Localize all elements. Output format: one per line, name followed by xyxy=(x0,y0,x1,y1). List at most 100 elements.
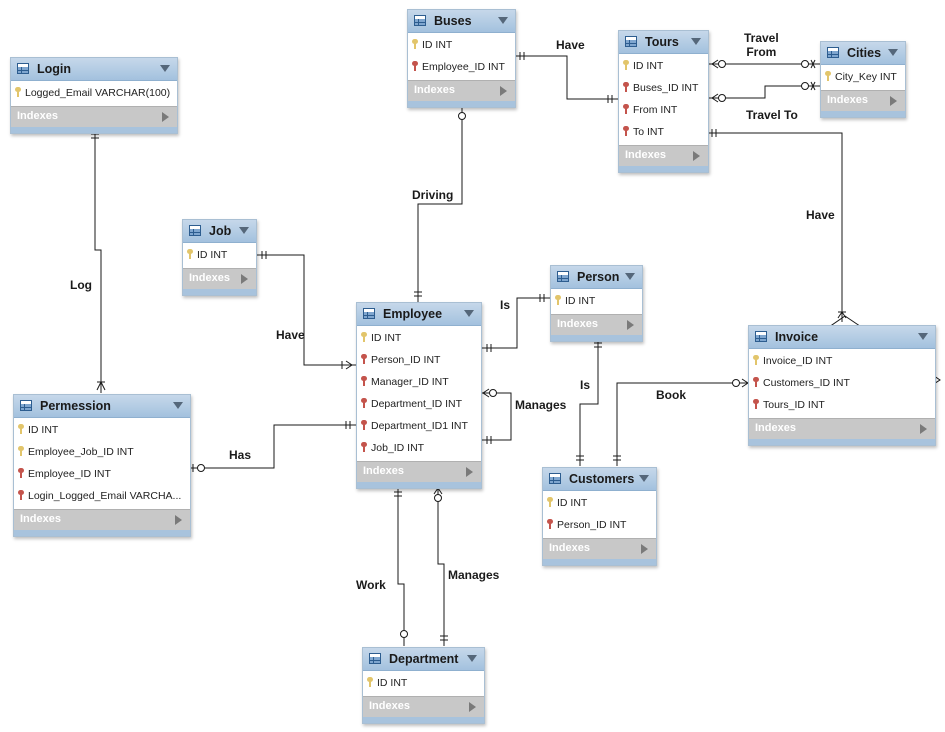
table-name: Cities xyxy=(847,46,882,60)
table-header[interactable]: Department xyxy=(363,648,484,671)
column-row[interactable]: Employee_ID INT xyxy=(408,56,515,78)
column-row[interactable]: ID INT xyxy=(543,492,656,514)
indexes-section[interactable]: Indexes xyxy=(14,509,190,530)
dropdown-arrow-icon[interactable] xyxy=(625,273,635,280)
column-label: City_Key INT xyxy=(835,71,897,83)
expand-arrow-icon[interactable] xyxy=(693,151,700,161)
table-header[interactable]: Login xyxy=(11,58,177,81)
column-row[interactable]: City_Key INT xyxy=(821,66,905,88)
column-row[interactable]: ID INT xyxy=(551,290,642,312)
table-header[interactable]: Employee xyxy=(357,303,481,326)
column-row[interactable]: ID INT xyxy=(619,55,708,77)
column-label: Tours_ID INT xyxy=(763,399,825,411)
column-row[interactable]: ID INT xyxy=(14,419,190,441)
indexes-label: Indexes xyxy=(363,465,404,477)
column-label: Person_ID INT xyxy=(557,519,627,531)
dropdown-arrow-icon[interactable] xyxy=(239,227,249,234)
table-header[interactable]: Permession xyxy=(14,395,190,418)
table-customers[interactable]: Customers ID INT Person_ID INT Indexes xyxy=(542,467,657,566)
expand-arrow-icon[interactable] xyxy=(500,86,507,96)
indexes-section[interactable]: Indexes xyxy=(363,696,484,717)
dropdown-arrow-icon[interactable] xyxy=(467,655,477,662)
column-row[interactable]: Manager_ID INT xyxy=(357,371,481,393)
rel-label-employee-manages: Manages xyxy=(515,398,567,412)
column-row[interactable]: Customers_ID INT xyxy=(749,372,935,394)
table-header[interactable]: Buses xyxy=(408,10,515,33)
column-row[interactable]: ID INT xyxy=(183,244,256,266)
column-row[interactable]: Person_ID INT xyxy=(357,349,481,371)
column-row[interactable]: From INT xyxy=(619,99,708,121)
column-row[interactable]: Department_ID INT xyxy=(357,393,481,415)
indexes-label: Indexes xyxy=(414,84,455,96)
column-label: Manager_ID INT xyxy=(371,376,449,388)
dropdown-arrow-icon[interactable] xyxy=(173,402,183,409)
primary-key-icon xyxy=(18,424,24,434)
table-header[interactable]: Person xyxy=(551,266,642,289)
indexes-section[interactable]: Indexes xyxy=(408,80,515,101)
column-row[interactable]: Employee_Job_ID INT xyxy=(14,441,190,463)
dropdown-arrow-icon[interactable] xyxy=(498,17,508,24)
expand-arrow-icon[interactable] xyxy=(627,320,634,330)
table-header[interactable]: Tours xyxy=(619,31,708,54)
expand-arrow-icon[interactable] xyxy=(641,544,648,554)
table-header[interactable]: Customers xyxy=(543,468,656,491)
expand-arrow-icon[interactable] xyxy=(466,467,473,477)
column-row[interactable]: Buses_ID INT xyxy=(619,77,708,99)
dropdown-arrow-icon[interactable] xyxy=(464,310,474,317)
table-name: Customers xyxy=(569,472,635,486)
column-list: City_Key INT xyxy=(821,65,905,90)
expand-arrow-icon[interactable] xyxy=(175,515,182,525)
table-name: Login xyxy=(37,62,72,76)
primary-key-icon xyxy=(555,295,561,305)
expand-arrow-icon[interactable] xyxy=(162,112,169,122)
dropdown-arrow-icon[interactable] xyxy=(918,333,928,340)
dropdown-arrow-icon[interactable] xyxy=(888,49,898,56)
indexes-section[interactable]: Indexes xyxy=(749,418,935,439)
expand-arrow-icon[interactable] xyxy=(241,274,248,284)
column-label: Invoice_ID INT xyxy=(763,355,833,367)
column-row[interactable]: To INT xyxy=(619,121,708,143)
table-name: Permession xyxy=(40,399,111,413)
column-label: ID INT xyxy=(28,424,59,436)
indexes-section[interactable]: Indexes xyxy=(543,538,656,559)
column-row[interactable]: Job_ID INT xyxy=(357,437,481,459)
expand-arrow-icon[interactable] xyxy=(469,702,476,712)
column-row[interactable]: Logged_Email VARCHAR(100) xyxy=(11,82,177,104)
indexes-section[interactable]: Indexes xyxy=(11,106,177,127)
indexes-section[interactable]: Indexes xyxy=(357,461,481,482)
expand-arrow-icon[interactable] xyxy=(890,96,897,106)
table-footer xyxy=(749,439,935,445)
dropdown-arrow-icon[interactable] xyxy=(160,65,170,72)
dropdown-arrow-icon[interactable] xyxy=(691,38,701,45)
column-row[interactable]: Person_ID INT xyxy=(543,514,656,536)
column-row[interactable]: ID INT xyxy=(363,672,484,694)
table-header[interactable]: Cities xyxy=(821,42,905,65)
expand-arrow-icon[interactable] xyxy=(920,424,927,434)
column-row[interactable]: Login_Logged_Email VARCHA... xyxy=(14,485,190,507)
table-header[interactable]: Invoice xyxy=(749,326,935,349)
indexes-section[interactable]: Indexes xyxy=(821,90,905,111)
column-row[interactable]: Invoice_ID INT xyxy=(749,350,935,372)
indexes-section[interactable]: Indexes xyxy=(619,145,708,166)
rel-label-has: Has xyxy=(229,448,252,462)
indexes-section[interactable]: Indexes xyxy=(551,314,642,335)
dropdown-arrow-icon[interactable] xyxy=(639,475,649,482)
table-header[interactable]: Job xyxy=(183,220,256,243)
column-row[interactable]: Department_ID1 INT xyxy=(357,415,481,437)
column-row[interactable]: Tours_ID INT xyxy=(749,394,935,416)
indexes-section[interactable]: Indexes xyxy=(183,268,256,289)
column-row[interactable]: ID INT xyxy=(357,327,481,349)
column-row[interactable]: Employee_ID INT xyxy=(14,463,190,485)
column-row[interactable]: ID INT xyxy=(408,34,515,56)
